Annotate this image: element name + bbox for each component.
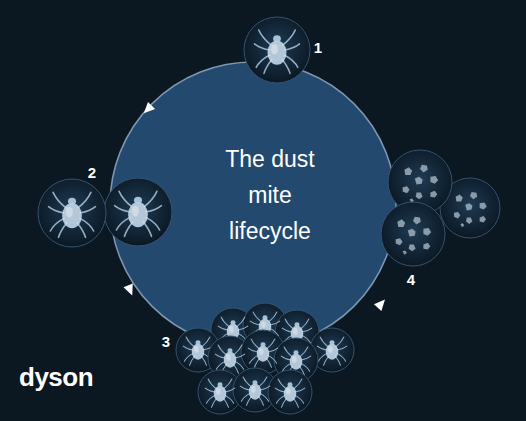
callout-number: 4: [407, 271, 415, 288]
callout-number: 1: [314, 39, 322, 56]
brand-logo: dyson: [19, 362, 93, 393]
callout-number: 2: [88, 164, 96, 181]
callout-number: 3: [162, 333, 170, 350]
lifecycle-circle: The dust mite lifecycle: [110, 62, 396, 348]
circle-outline: [111, 63, 395, 347]
node-title: The dust mite lifecycle: [214, 141, 326, 249]
